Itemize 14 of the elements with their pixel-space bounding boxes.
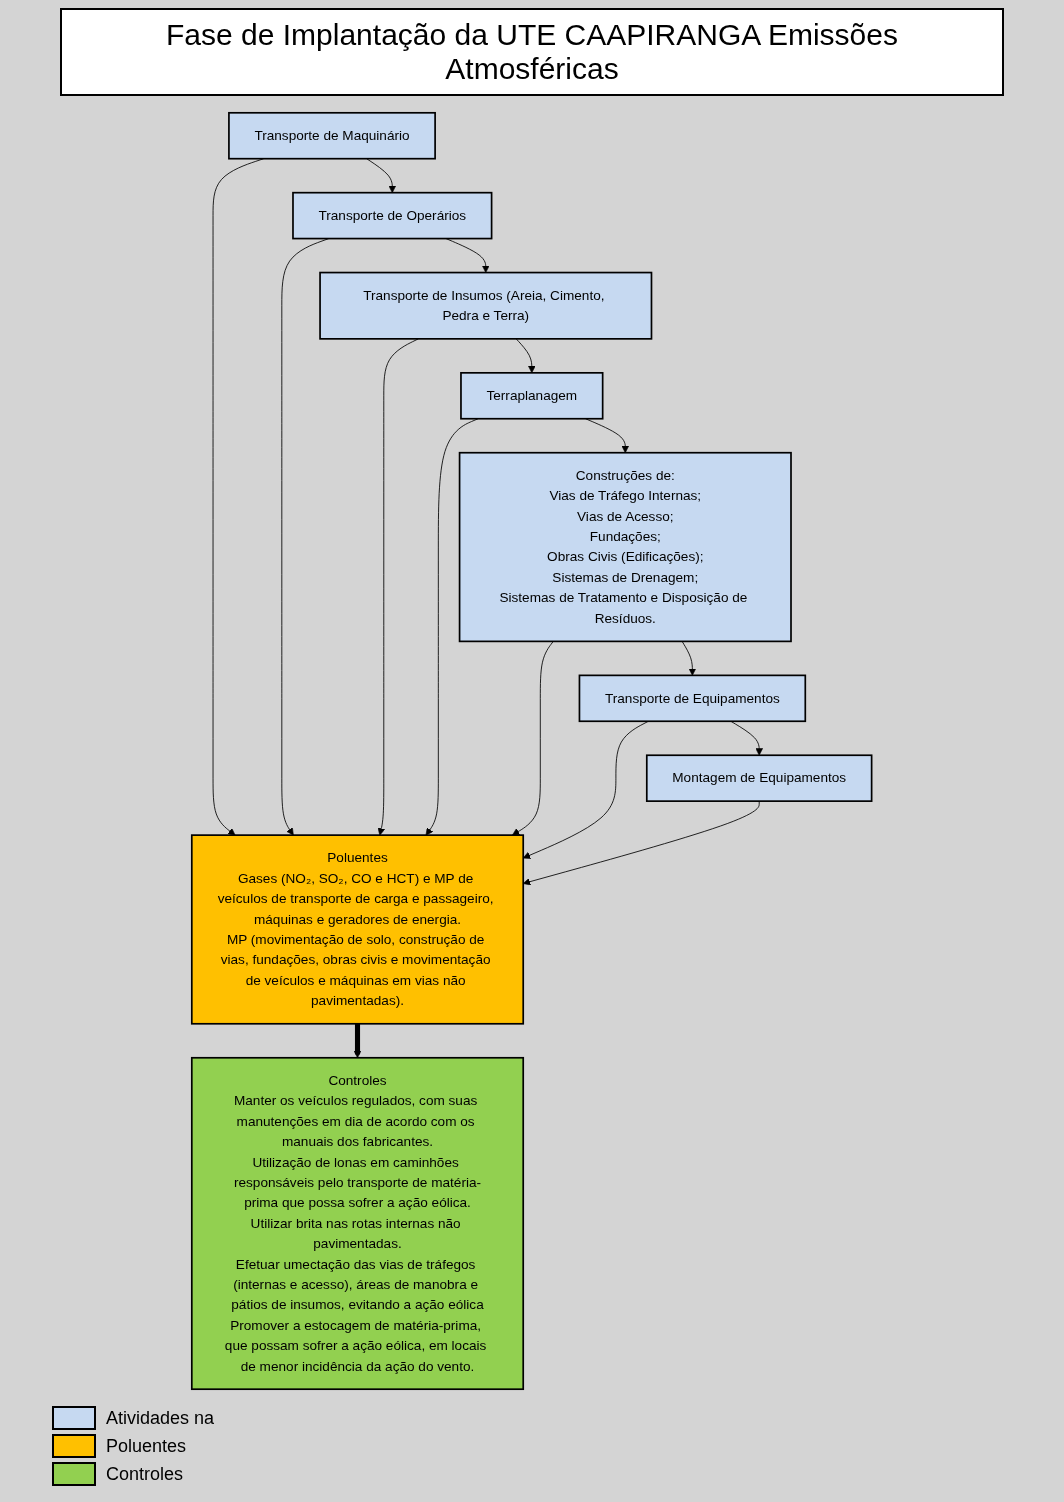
node-box: Transporte de Maquinário	[228, 111, 437, 160]
node-box: Transporte de Equipamentos	[578, 674, 807, 723]
legend-label: Controles	[106, 1463, 184, 1485]
node-box: Poluentes Gases (NO₂, SO₂, CO e HCT) e MP de veículos de transporte de carga e passageiro, máquinas e geradores de energia. MP (movimentação de solo, construção de vias, fundações, obras civis e movimentação de veículos e máquinas em vias não pavimentadas).	[191, 834, 525, 1025]
node-box: Transporte de Insumos (Areia, Cimento, Pedra e Terra)	[319, 271, 653, 340]
legend-label: Poluentes	[106, 1435, 187, 1457]
title-box: Fase de Implantação da UTE CAAPIRANGA Emissões Atmosféricas	[60, 8, 1004, 96]
node-box: Controles Manter os veículos regulados, com suas manutenções em dia de acordo com os manuais dos fabricantes. Utilização de lonas em caminhões responsáveis pelo transporte de matéria-prima que possa sofrer a ação eólica. Utilizar brita nas rotas internas não pavimentadas. Efetuar umectação das vias de tráfegos (internas e acesso), áreas de manobra e pátios de insumos, evitando a ação eólica Promover a estocagem de matéria-prima, que possam sofrer a ação eólica, em locais de menor incidência da ação do vento.	[191, 1056, 525, 1391]
node-box: Construções de: Vias de Tráfego Internas; Vias de Acesso; Fundações; Obras Civis (Edificações); Sistemas de Drenagem; Sistemas de Tratamento e Disposição de Resíduos.	[459, 451, 793, 643]
node-box: Transporte de Operários	[292, 191, 493, 240]
legend-label: Atividades na	[106, 1407, 215, 1429]
arrow	[354, 1023, 362, 1059]
node-box: Montagem de Equipamentos	[646, 754, 873, 802]
node-box: Terraplanagem	[460, 372, 604, 420]
